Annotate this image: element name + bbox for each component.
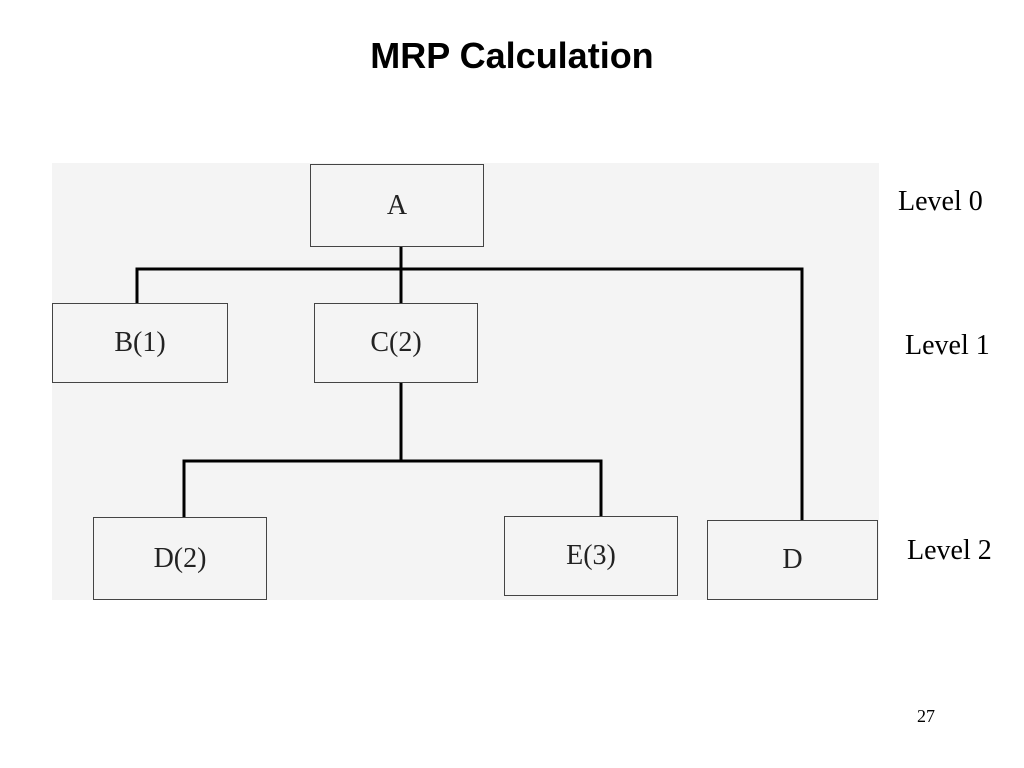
slide-title: MRP Calculation — [370, 35, 654, 76]
page-number: 27 — [917, 706, 935, 726]
node-e: E(3) — [504, 516, 678, 596]
node-d-under-a: D — [707, 520, 878, 600]
level-1-label: Level 1 — [905, 330, 990, 361]
node-d-under-c: D(2) — [93, 517, 267, 600]
node-c: C(2) — [314, 303, 478, 383]
node-a: A — [310, 164, 484, 247]
level-0-label: Level 0 — [898, 186, 983, 217]
level-2-label: Level 2 — [907, 535, 992, 566]
node-b: B(1) — [52, 303, 228, 383]
